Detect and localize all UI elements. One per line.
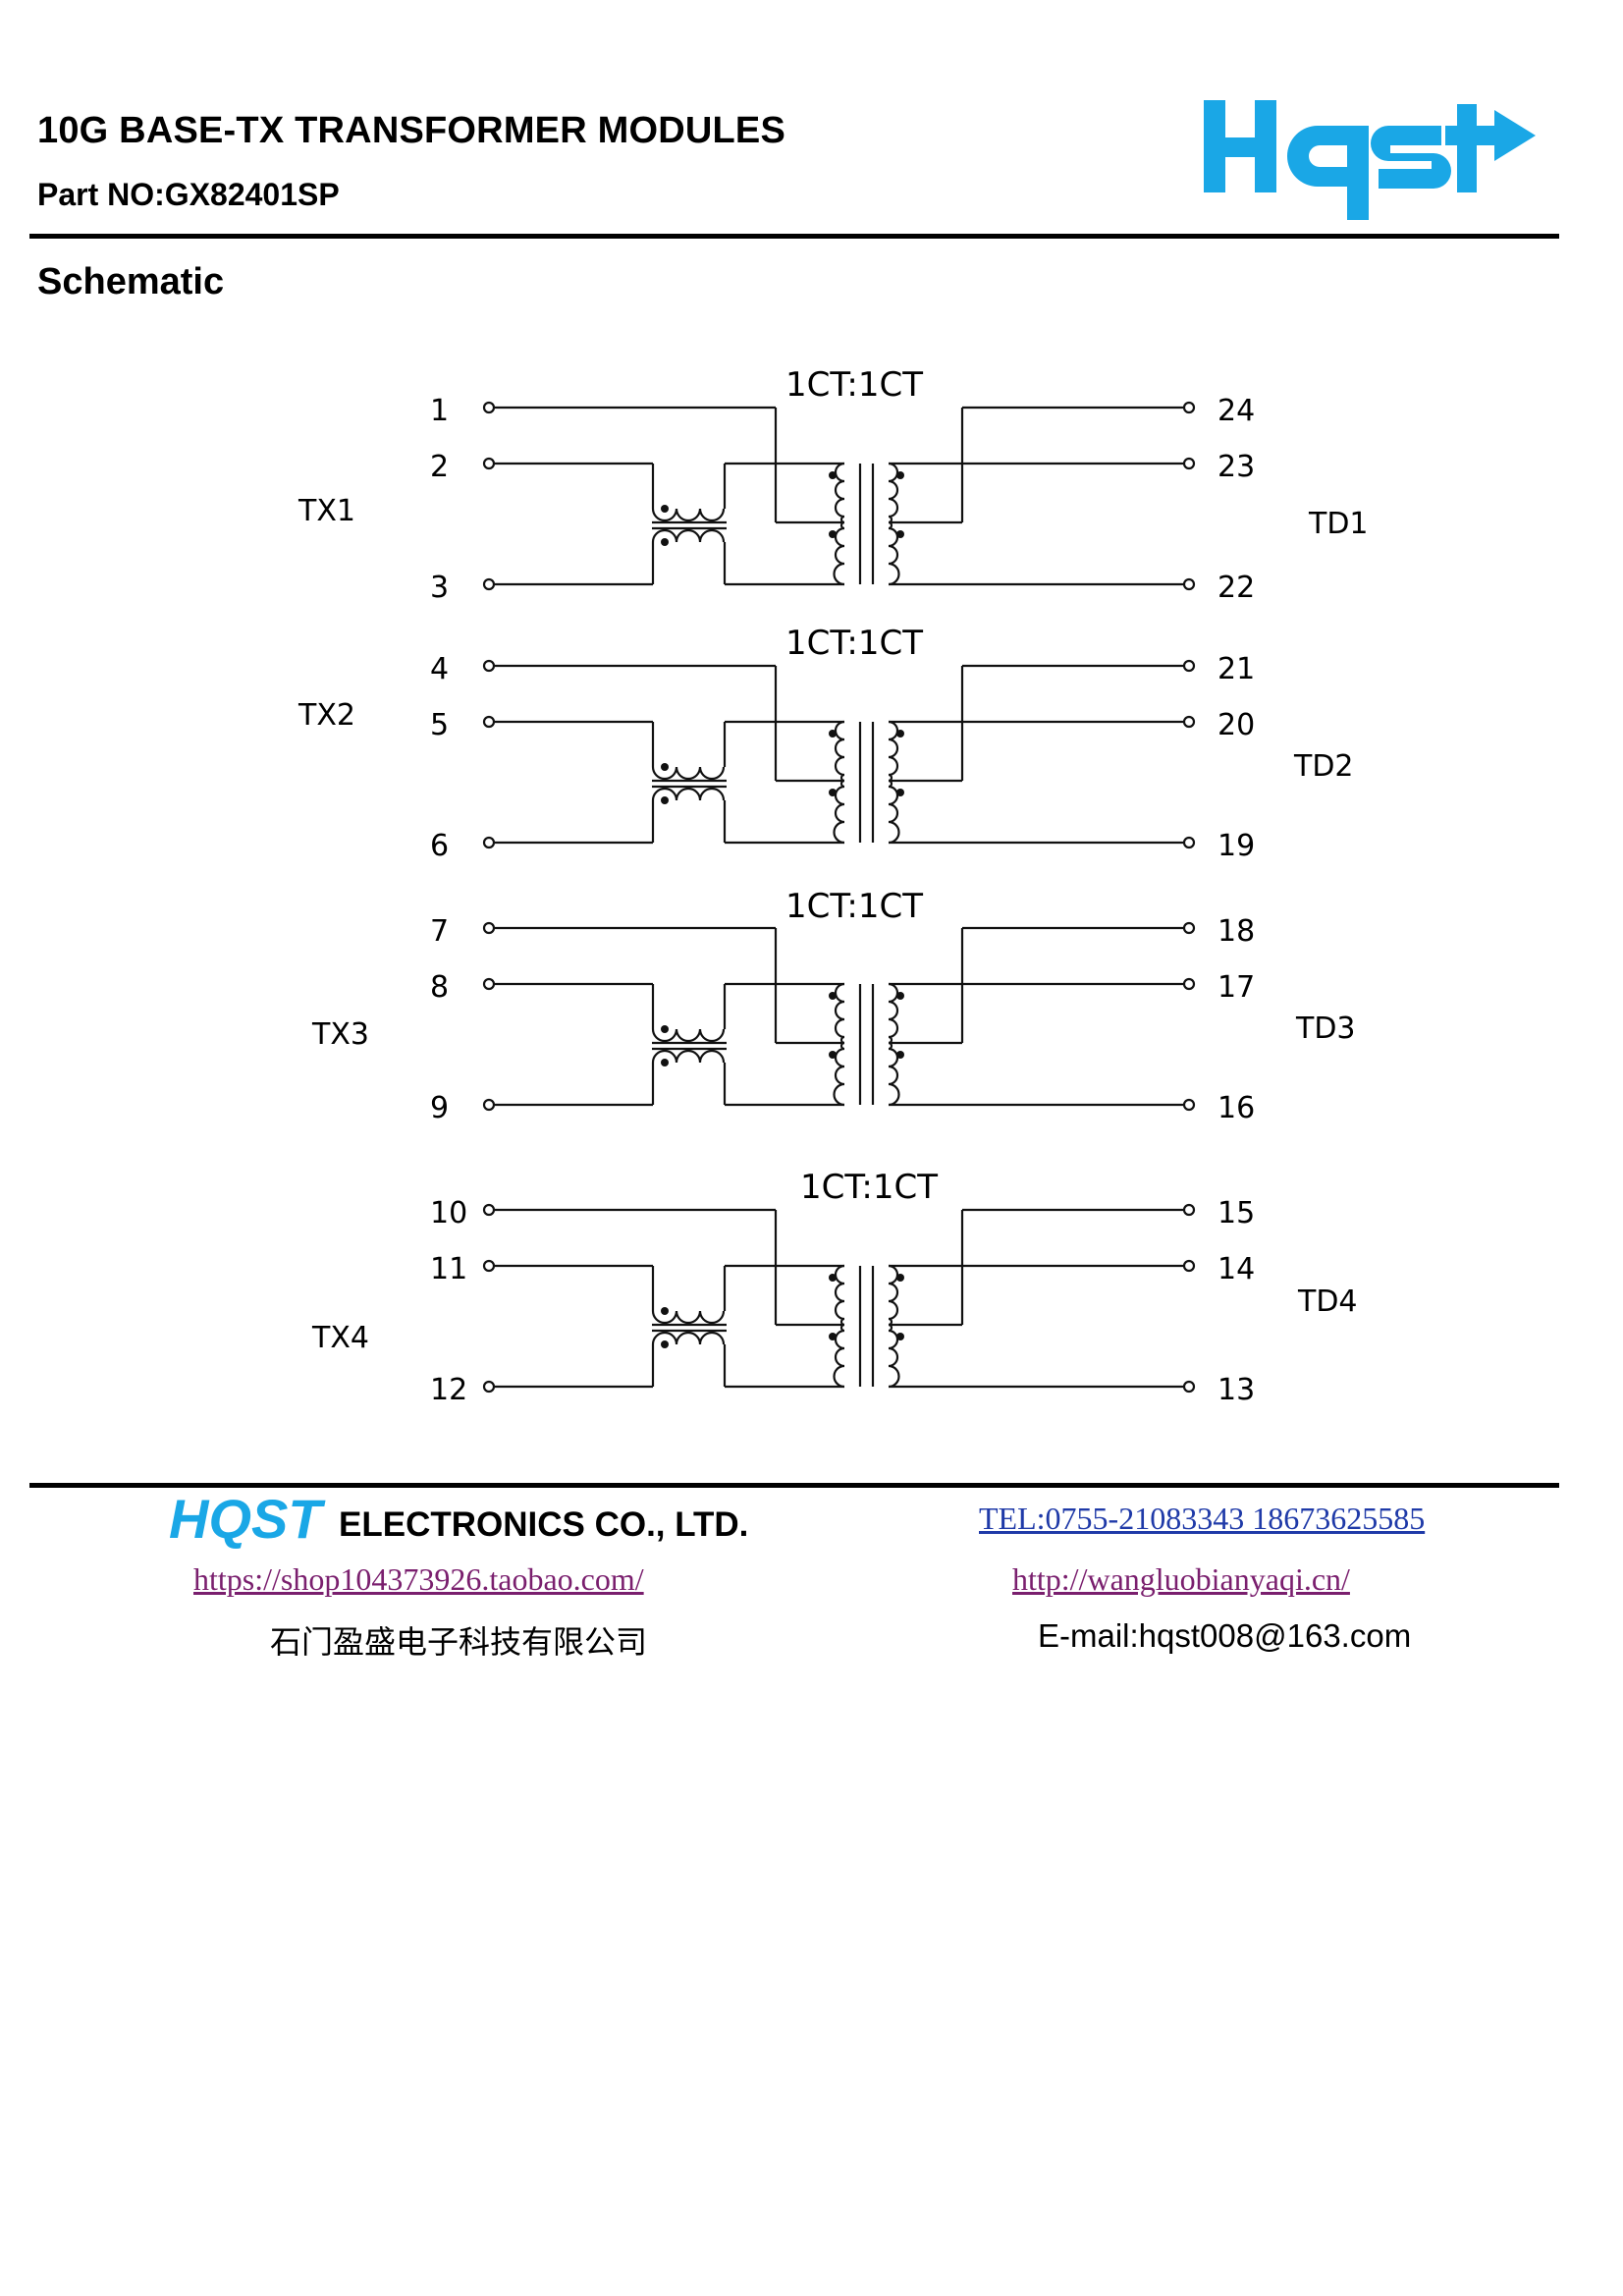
footer-email: E-mail:hqst008@163.com xyxy=(1038,1617,1412,1654)
right-pin-label: 18 xyxy=(1217,914,1255,949)
right-pin-label: 19 xyxy=(1217,829,1255,863)
left-pin-label: 5 xyxy=(430,708,449,742)
left-pin-label: 10 xyxy=(430,1196,467,1230)
left-pin-label: 4 xyxy=(430,652,449,686)
channel-3: 7 8 9 18 17 16 xyxy=(430,914,1255,1125)
tx-label: TX2 xyxy=(298,698,355,733)
td-label: TD2 xyxy=(1293,749,1354,784)
footer-shop-link[interactable]: https://shop104373926.taobao.com/ xyxy=(193,1561,644,1597)
footer-rule xyxy=(29,1483,1559,1488)
tx-label: TX3 xyxy=(311,1017,369,1052)
left-pin-label: 1 xyxy=(430,394,449,428)
footer-tel-link[interactable]: TEL:0755-21083343 18673625585 xyxy=(979,1501,1426,1536)
tx-label: TX1 xyxy=(298,494,355,528)
document-title: 10G BASE-TX TRANSFORMER MODULES xyxy=(37,110,786,151)
left-pin-label: 6 xyxy=(430,829,449,863)
right-pin-label: 22 xyxy=(1217,571,1255,605)
channel-circuit xyxy=(482,921,1196,1112)
part-number: Part NO:GX82401SP xyxy=(37,177,340,212)
section-title: Schematic xyxy=(37,261,225,302)
right-pin-label: 14 xyxy=(1217,1252,1255,1286)
right-pin-label: 20 xyxy=(1217,708,1255,742)
right-pin-label: 15 xyxy=(1217,1196,1255,1230)
td-label: TD3 xyxy=(1295,1011,1356,1046)
footer-brand: HQST xyxy=(169,1488,322,1550)
turns-ratio-label: 1CT:1CT xyxy=(785,887,923,926)
footer-website-link[interactable]: http://wangluobianyaqi.cn/ xyxy=(1012,1561,1350,1597)
turns-ratio-label: 1CT:1CT xyxy=(800,1168,938,1207)
channel-2: 4 5 6 21 20 19 xyxy=(430,652,1255,863)
left-pin-label: 2 xyxy=(430,450,449,484)
td-label: TD1 xyxy=(1308,507,1369,541)
turns-ratio-label: 1CT:1CT xyxy=(785,624,923,663)
left-pin-label: 12 xyxy=(430,1373,467,1407)
channel-circuit xyxy=(482,659,1196,849)
channel-circuit xyxy=(482,1203,1196,1394)
left-pin-label: 9 xyxy=(430,1091,449,1125)
right-pin-label: 13 xyxy=(1217,1373,1255,1407)
channel-4: 10 11 12 15 14 13 xyxy=(430,1196,1255,1407)
tx-label: TX4 xyxy=(311,1321,369,1355)
channel-circuit xyxy=(482,401,1196,591)
header-rule xyxy=(29,234,1559,239)
footer-company-chinese: 石门盈盛电子科技有限公司 xyxy=(270,1623,648,1661)
left-pin-label: 8 xyxy=(430,970,449,1005)
left-pin-label: 11 xyxy=(430,1252,467,1286)
right-pin-label: 21 xyxy=(1217,652,1255,686)
right-pin-label: 23 xyxy=(1217,450,1255,484)
footer-company-name: ELECTRONICS CO., LTD. xyxy=(339,1505,749,1544)
right-pin-label: 16 xyxy=(1217,1091,1255,1125)
td-label: TD4 xyxy=(1297,1285,1358,1319)
right-pin-label: 17 xyxy=(1217,970,1255,1005)
turns-ratio-label: 1CT:1CT xyxy=(785,365,923,405)
left-pin-label: 3 xyxy=(430,571,449,605)
left-pin-label: 7 xyxy=(430,914,449,949)
right-pin-label: 24 xyxy=(1217,394,1255,428)
hqst-logo xyxy=(1204,100,1536,220)
